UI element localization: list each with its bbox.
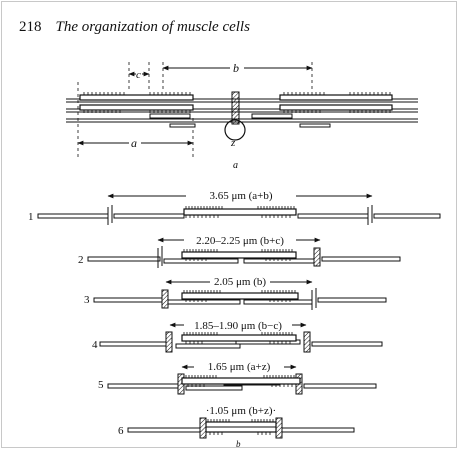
sarcomere-row-5: 5 1.65 μm (a+z): [98, 359, 377, 395]
sarcomere-row-3: 3 2.05 μm (b): [84, 274, 387, 310]
measurement-label: 3.65 μm (a+b): [209, 190, 272, 202]
dimension-b: b: [162, 60, 313, 75]
row-number: 5: [98, 379, 104, 391]
dimension-a: a: [77, 135, 194, 150]
dimension-c: c: [128, 69, 150, 81]
row-number: 4: [92, 339, 98, 351]
chapter-title: The organization of muscle cells: [55, 19, 250, 35]
page-header: 218 The organization of muscle cells: [19, 18, 250, 36]
label-a: a: [131, 136, 137, 150]
guide-lines: [77, 62, 313, 160]
label-c: c: [136, 69, 141, 81]
row-number: 2: [78, 254, 84, 266]
figure-b: 1 3.65 μm (a+b) 2 2.20–2.25 μm (b+c): [28, 188, 441, 449]
row-number: 1: [28, 211, 34, 223]
thick-filaments-a: [79, 92, 393, 113]
measurement-label: 1.85–1.90 μm (b−c): [194, 320, 282, 332]
measurement-label: 2.05 μm (b): [214, 276, 266, 288]
label-b: b: [233, 61, 239, 75]
row-number: 3: [84, 294, 90, 306]
measurement-label: 1.65 μm (a+z): [208, 361, 271, 373]
figure-a-caption: a: [233, 160, 238, 171]
page-number: 218: [19, 19, 42, 35]
thin-filament-ends: [149, 113, 331, 128]
sarcomere-row-1: 1 3.65 μm (a+b): [28, 188, 441, 225]
measurement-label: 2.20–2.25 μm (b+c): [196, 235, 284, 247]
figure-b-caption: b: [236, 439, 241, 449]
measurement-label: ·1.05 μm (b+z)·: [206, 405, 276, 417]
sarcomere-row-4: 4 1.85–1.90 μm (b−c): [92, 317, 383, 353]
row-number: 6: [118, 425, 124, 437]
label-z: z: [230, 137, 236, 149]
figure-a: c b: [66, 60, 418, 171]
z-line: z: [224, 91, 246, 149]
sarcomere-row-6: 6 ·1.05 μm (b+z)·: [118, 403, 355, 439]
sarcomere-row-2: 2 2.20–2.25 μm (b+c): [78, 232, 401, 268]
